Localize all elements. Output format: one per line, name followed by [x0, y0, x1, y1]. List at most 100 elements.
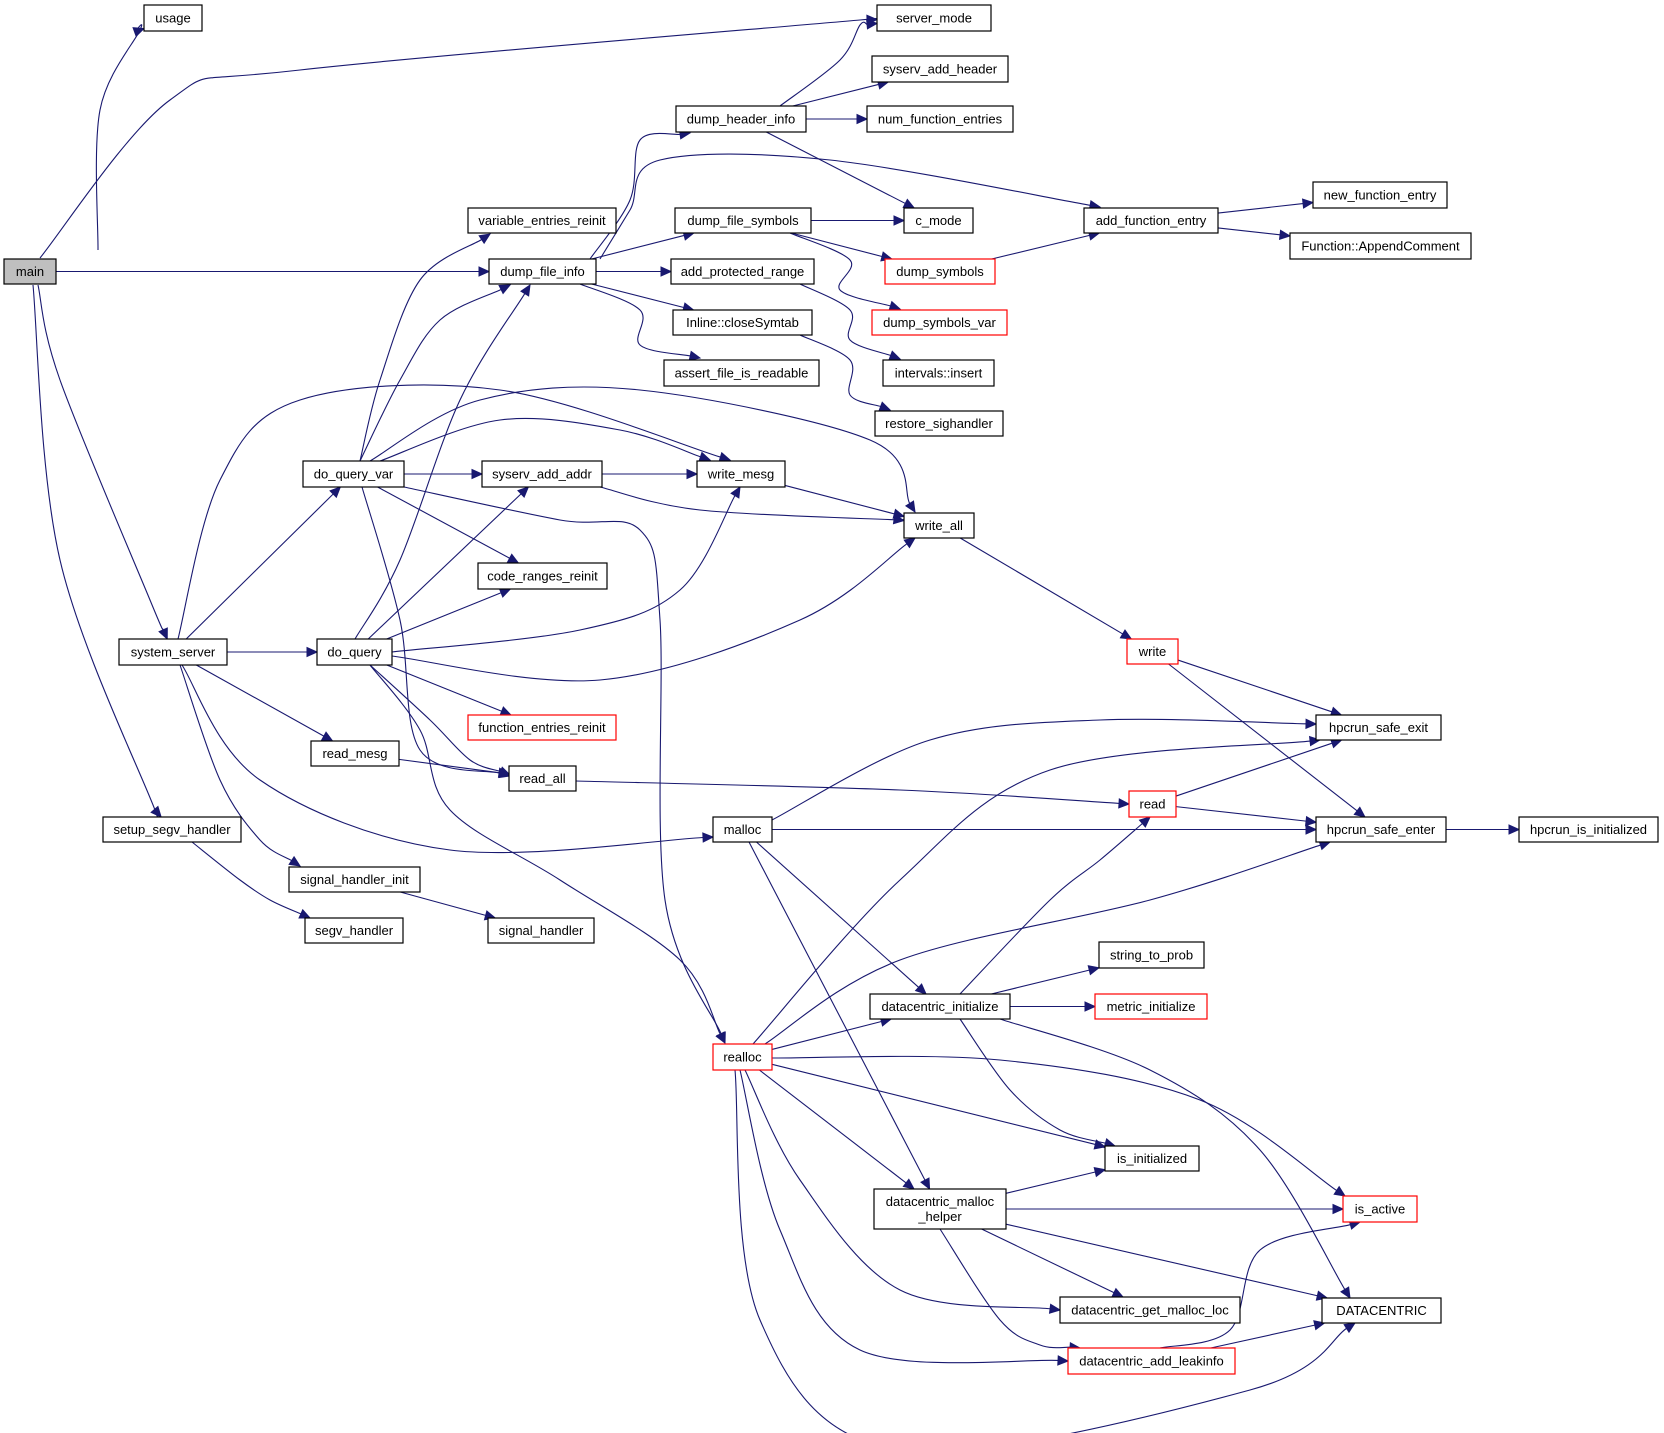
node-box [1104, 1145, 1200, 1172]
node-box [477, 562, 608, 590]
node-hpcrun-is-initialized[interactable]: hpcrun_is_initialized [1518, 816, 1659, 843]
node-datacentric-get-malloc-loc[interactable]: datacentric_get_malloc_loc [1059, 1296, 1241, 1324]
node-box [316, 638, 393, 666]
node-label: setup_segv_handler [113, 822, 231, 837]
arrowhead-icon [1084, 1001, 1097, 1012]
arrowhead-icon [686, 468, 699, 480]
edge-line [398, 758, 500, 774]
node-new-function-entry[interactable]: new_function_entry [1312, 181, 1448, 209]
arrowhead-icon [856, 113, 869, 125]
edge-line [1175, 806, 1307, 822]
node-segv-handler[interactable]: segv_handler [304, 917, 404, 944]
node-do-query-var[interactable]: do_query_var [302, 460, 405, 488]
node-add-function-entry[interactable]: add_function_entry [1083, 207, 1219, 234]
node-datacentric-malloc-helper[interactable]: datacentric_malloc_helper [873, 1188, 1007, 1230]
node-read-mesg[interactable]: read_mesg [310, 740, 400, 767]
node-datacentric-uc[interactable]: DATACENTRIC [1321, 1297, 1442, 1324]
arrowhead-icon [1087, 965, 1101, 976]
node-code-ranges-reinit[interactable]: code_ranges_reinit [477, 562, 608, 590]
node-num-function-entries[interactable]: num_function_entries [866, 105, 1014, 133]
arrowhead-icon [866, 19, 879, 30]
node-server-mode[interactable]: server_mode [876, 4, 992, 32]
edge-datacentric_initialize-to-string_to_prob [991, 965, 1101, 995]
node-c-mode[interactable]: c_mode [903, 207, 974, 234]
edge-datacentric_initialize-to-datacentric_uc [999, 1018, 1351, 1300]
edge-line [756, 841, 919, 988]
node-string-to-prob[interactable]: string_to_prob [1098, 941, 1205, 969]
edge-line [386, 592, 502, 640]
node-dump-header-info[interactable]: dump_header_info [675, 105, 807, 133]
edge-line [744, 1069, 1051, 1310]
edge-line [1217, 203, 1304, 214]
node-label: new_function_entry [1324, 188, 1437, 203]
node-setup-segv-handler[interactable]: setup_segv_handler [102, 816, 242, 843]
arrowhead-icon [1057, 1355, 1070, 1366]
node-write-all[interactable]: write_all [903, 512, 975, 539]
node-function-entries-reinit[interactable]: function_entries_reinit [467, 714, 617, 741]
node-label: dump_header_info [687, 112, 795, 127]
node-label: signal_handler_init [300, 872, 409, 887]
node-read[interactable]: read [1128, 790, 1177, 818]
node-signal-handler-init[interactable]: signal_handler_init [288, 866, 421, 893]
node-realloc[interactable]: realloc [712, 1043, 773, 1071]
node-add-protected-range[interactable]: add_protected_range [670, 258, 815, 285]
node-intervals-insert[interactable]: intervals::insert [882, 359, 995, 387]
edge-dump_file_info-to-assert_file_is_readable [579, 283, 702, 361]
node-usage[interactable]: usage [143, 4, 203, 32]
node-box [712, 816, 773, 843]
node-metric-initialize[interactable]: metric_initialize [1094, 993, 1208, 1020]
node-inline-closesymtab[interactable]: Inline::closeSymtab [672, 309, 813, 336]
node-syserv-add-addr[interactable]: syserv_add_addr [481, 460, 603, 488]
edge-do_query_var-to-syserv_add_addr [404, 468, 484, 480]
node-is-initialized[interactable]: is_initialized [1104, 1145, 1200, 1172]
arrowhead-icon [920, 1177, 931, 1191]
edge-line [181, 664, 704, 854]
node-write-mesg[interactable]: write_mesg [696, 460, 786, 488]
node-system-server[interactable]: system_server [118, 638, 228, 666]
node-box [467, 714, 617, 741]
node-do-query[interactable]: do_query [316, 638, 393, 666]
node-dump-file-symbols[interactable]: dump_file_symbols [674, 207, 812, 234]
node-restore-sighandler[interactable]: restore_sighandler [874, 410, 1004, 437]
node-dump-symbols[interactable]: dump_symbols [884, 258, 996, 285]
node-hpcrun-safe-exit[interactable]: hpcrun_safe_exit [1315, 714, 1442, 741]
node-label: syserv_add_header [883, 62, 998, 77]
node-label: string_to_prob [1110, 948, 1193, 963]
edge-line [939, 1228, 1071, 1349]
arrowhead-icon [1048, 1303, 1062, 1314]
arrowhead-icon [506, 553, 520, 564]
node-read-all[interactable]: read_all [508, 765, 577, 792]
node-label: signal_handler [499, 923, 584, 938]
node-variable-entries-reinit[interactable]: variable_entries_reinit [467, 207, 617, 234]
edge-line [361, 486, 501, 774]
node-signal-handler[interactable]: signal_handler [487, 917, 595, 944]
node-label: assert_file_is_readable [675, 366, 809, 381]
node-datacentric-initialize[interactable]: datacentric_initialize [869, 993, 1011, 1020]
node-dump-symbols-var[interactable]: dump_symbols_var [871, 309, 1008, 336]
edge-line [981, 1228, 1115, 1294]
node-is-active[interactable]: is_active [1342, 1195, 1418, 1223]
arrowhead-icon [1093, 1139, 1107, 1150]
node-malloc[interactable]: malloc [712, 816, 773, 843]
edge-system_server-to-read_mesg [196, 664, 334, 742]
node-datacentric-add-leakinfo[interactable]: datacentric_add_leakinfo [1067, 1347, 1236, 1375]
node-assert-file-is-readable[interactable]: assert_file_is_readable [663, 359, 820, 387]
edge-line [391, 543, 908, 682]
node-syserv-add-header[interactable]: syserv_add_header [871, 55, 1009, 83]
edge-line [359, 288, 502, 462]
node-label: write_all [914, 518, 963, 533]
edge-line [766, 131, 906, 204]
edge-write-to-hpcrun_safe_enter [1168, 663, 1366, 818]
arrowhead-icon [1305, 718, 1318, 730]
node-dump-file-info[interactable]: dump_file_info [488, 258, 597, 285]
edge-line [771, 718, 1307, 821]
edge-do_query-to-syserv_add_addr [367, 486, 530, 640]
node-hpcrun-safe-enter[interactable]: hpcrun_safe_enter [1315, 816, 1447, 843]
node-function-appendcomment[interactable]: Function::AppendComment [1289, 232, 1472, 260]
node-main[interactable]: main [3, 258, 57, 285]
edge-malloc-to-datacentric_initialize [756, 841, 927, 995]
node-write[interactable]: write [1126, 638, 1179, 665]
edge-do_query-to-write_mesg [391, 485, 741, 653]
node-box [302, 460, 405, 488]
node-label: restore_sighandler [885, 416, 993, 431]
